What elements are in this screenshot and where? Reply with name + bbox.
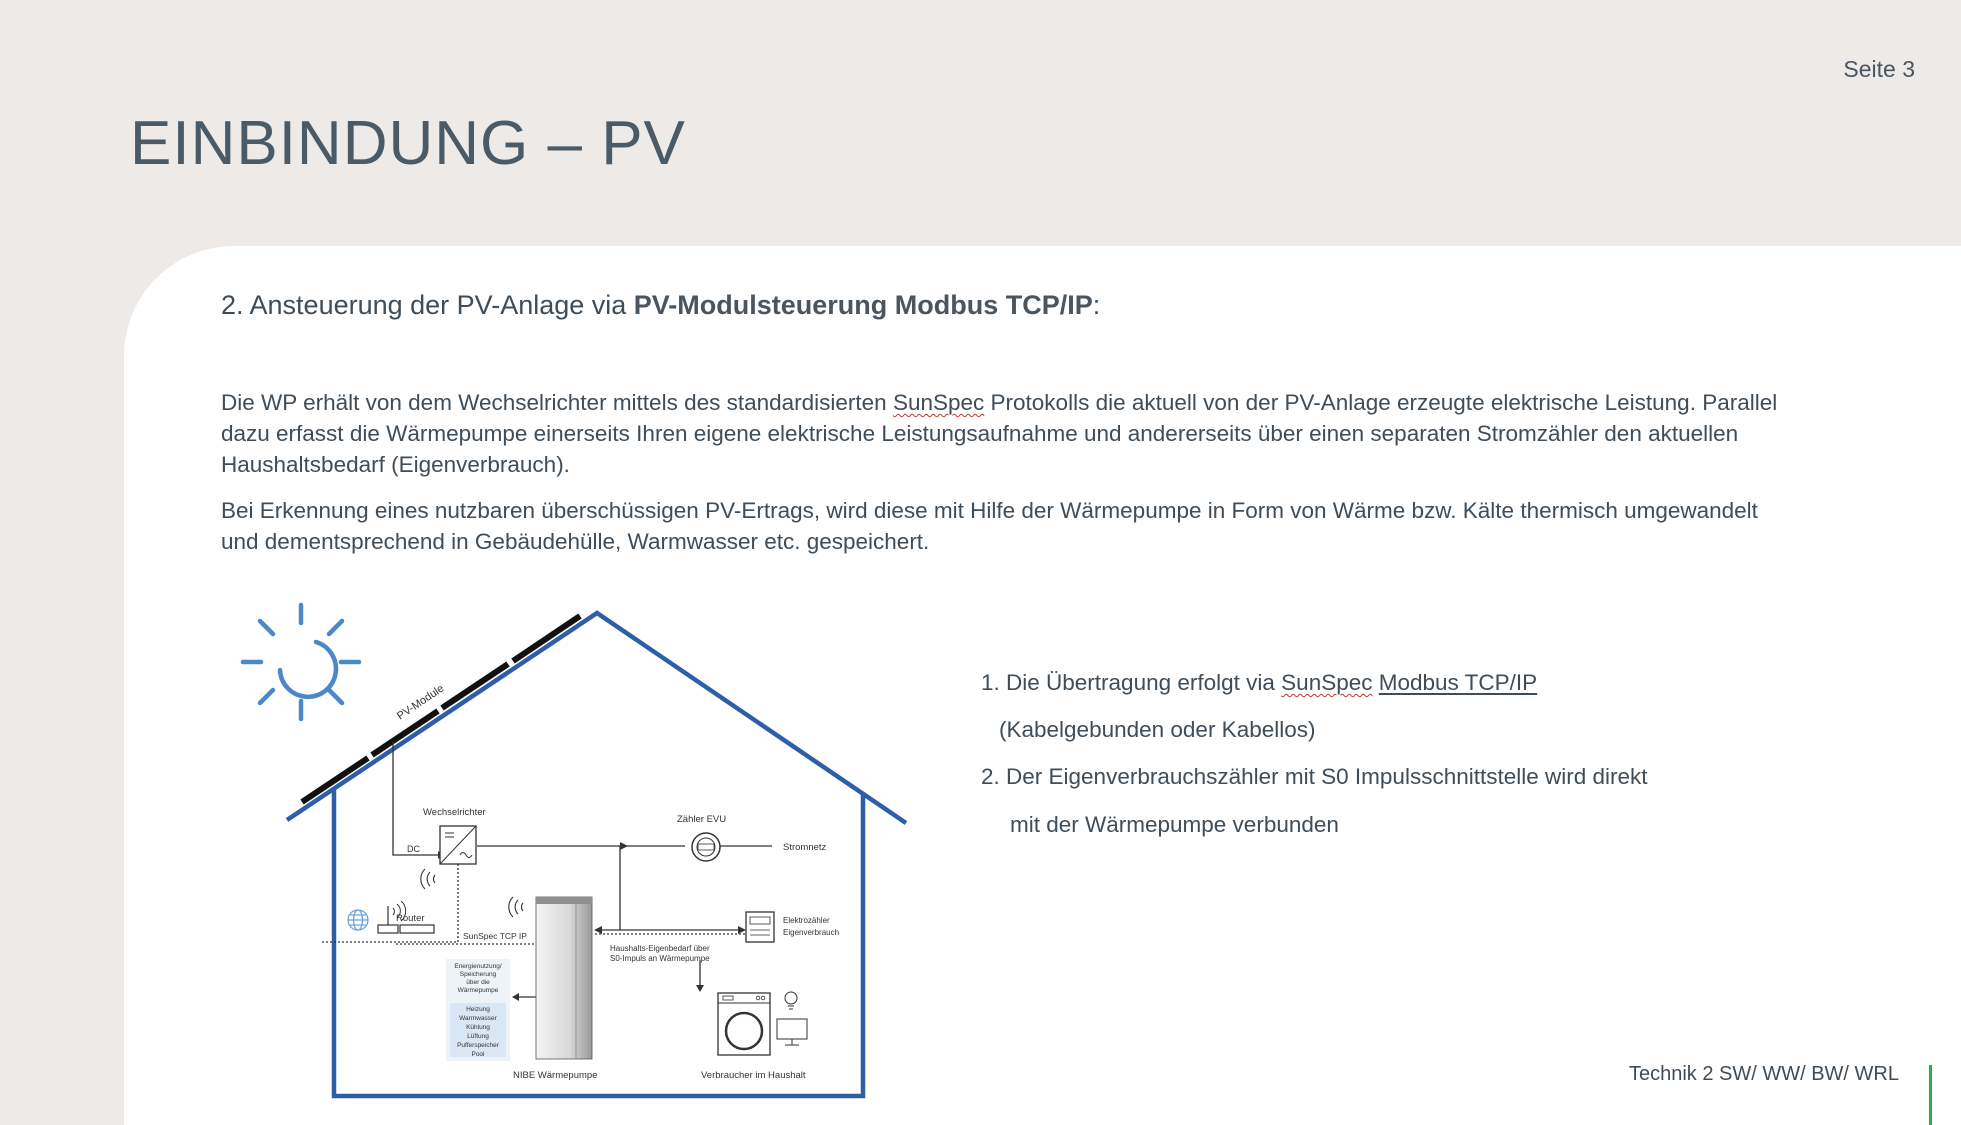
use-buffer-tank: Pufferspeicher bbox=[457, 1042, 500, 1049]
evu-meter-label: Zähler EVU bbox=[677, 814, 726, 825]
globe-icon bbox=[347, 909, 369, 931]
use-ventilation: Lüftung bbox=[467, 1033, 489, 1040]
slide-title: EINBINDUNG – PV bbox=[130, 109, 686, 178]
heading-bold: PV-Modulsteuerung Modbus TCP/IP bbox=[633, 290, 1093, 320]
monitor-icon bbox=[776, 1018, 808, 1046]
footer-green-rule bbox=[1929, 1065, 1932, 1125]
paragraph-2: Bei Erkennung eines nutzbaren überschüss… bbox=[221, 498, 1758, 554]
energy-use-line-2: Speicherung bbox=[460, 971, 497, 978]
energy-use-box bbox=[446, 959, 510, 1061]
household-meter-label-2: Eigenverbrauch bbox=[783, 928, 839, 937]
consumers-label: Verbraucher im Haushalt bbox=[701, 1070, 806, 1081]
heading-suffix: : bbox=[1092, 290, 1101, 320]
content-card bbox=[124, 246, 1961, 1125]
use-hot-water: Warmwasser bbox=[459, 1015, 498, 1022]
dc-label: DC bbox=[407, 844, 420, 854]
section-heading: 2. Ansteuerung der PV-Anlage via PV-Modu… bbox=[221, 290, 1100, 321]
list-item-1-prefix: 1. Die Übertragung erfolgt via bbox=[981, 670, 1282, 695]
house-outline bbox=[285, 610, 908, 1099]
sunspec-tcp-label: SunSpec TCP IP bbox=[463, 931, 527, 941]
energy-use-line-3: über die bbox=[466, 979, 490, 986]
router-icon bbox=[377, 900, 435, 934]
list-item-1-line1: 1. Die Übertragung erfolgt via SunSpec M… bbox=[981, 670, 1537, 696]
heat-pump-label: NIBE Wärmepumpe bbox=[513, 1070, 597, 1081]
washing-machine-icon bbox=[717, 992, 771, 1056]
sun-icon bbox=[240, 602, 362, 722]
list-item-1-sunspec: SunSpec bbox=[1281, 670, 1373, 695]
pv-house-diagram: PV-Module Wechselrichter DC bbox=[240, 602, 908, 1099]
list-item-2-line1: 2. Der Eigenverbrauchszähler mit S0 Impu… bbox=[981, 764, 1648, 789]
household-meter-icon bbox=[745, 911, 775, 943]
use-cooling: Kühlung bbox=[466, 1024, 490, 1031]
household-meter-label-1: Elektrozähler bbox=[783, 916, 830, 925]
router-label: Router bbox=[396, 913, 425, 924]
household-s0-label-2: S0-Impuls an Wärmepumpe bbox=[610, 954, 710, 963]
pv-modules bbox=[300, 613, 582, 805]
energy-use-line-4: Wärmepumpe bbox=[458, 987, 499, 994]
list-item-1-line2: (Kabelgebunden oder Kabellos) bbox=[999, 717, 1316, 742]
paragraph-1: Die WP erhält von dem Wechselrichter mit… bbox=[221, 387, 1791, 480]
heat-pump-icon bbox=[535, 896, 593, 1060]
list-item-2-line2: mit der Wärmepumpe verbunden bbox=[1010, 812, 1339, 837]
grid-label: Stromnetz bbox=[783, 842, 827, 853]
heading-prefix: 2. Ansteuerung der PV-Anlage via bbox=[221, 290, 634, 320]
lightbulb-icon bbox=[784, 991, 798, 1010]
footer-text: Technik 2 SW/ WW/ BW/ WRL bbox=[1628, 1063, 1899, 1085]
paragraph-1-part1: Die WP erhält von dem Wechselrichter mit… bbox=[221, 390, 893, 415]
use-pool: Pool bbox=[471, 1051, 485, 1058]
page-number: Seite 3 bbox=[1843, 56, 1915, 82]
use-heating: Heizung bbox=[466, 1006, 490, 1013]
paragraph-1-sunspec: SunSpec bbox=[892, 390, 985, 415]
evu-meter-icon bbox=[691, 832, 721, 862]
energy-use-line-1: Energienutzung/ bbox=[454, 963, 502, 970]
inverter-label: Wechselrichter bbox=[423, 807, 486, 818]
inverter-icon bbox=[439, 825, 477, 865]
list-item-1-modbus: Modbus TCP/IP bbox=[1378, 670, 1538, 695]
paragraph-1-part2: Protokolls die aktuell von der PV-Anlage… bbox=[221, 390, 1778, 477]
household-s0-label-1: Haushalts-Eigenbedarf über bbox=[610, 944, 710, 953]
